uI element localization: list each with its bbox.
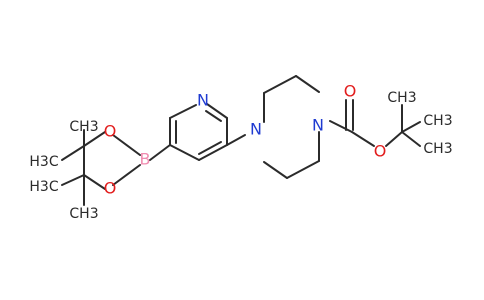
bond-tbu-bottom <box>401 131 421 147</box>
dioxaborolane-oxygen-top-label: O <box>104 122 117 141</box>
methyl-label-left-bottom: H3C <box>29 179 58 195</box>
carbonyl-oxygen-label: O <box>344 82 357 101</box>
bond-o-bottom-b <box>112 164 141 186</box>
piperazine-bond-5 <box>286 160 320 179</box>
methyl-label-top: CH3 <box>69 119 98 135</box>
piperazine-nitrogen-2-label: N <box>312 116 324 135</box>
bond-o-top-c <box>83 131 106 147</box>
tbu-methyl-bottom: CH3 <box>423 141 452 157</box>
bond-b-o-top <box>112 134 141 156</box>
pyridine-bond-5 <box>198 144 228 161</box>
bond-c-o-bottom <box>83 174 106 190</box>
bond-n-carbonyl-c <box>329 120 353 133</box>
pyridine-bond-2 <box>169 104 197 119</box>
bond-lines <box>61 75 421 206</box>
piperazine-bond-2 <box>263 75 297 94</box>
dioxaborolane-oxygen-bottom-label: O <box>104 179 117 198</box>
pyridine-bond-3-inner <box>205 110 222 122</box>
bond-b-pyridine <box>149 144 171 161</box>
boron-label: B <box>140 150 151 169</box>
bond-c-o-ester <box>351 131 375 147</box>
tbu-methyl-right: CH3 <box>423 113 452 129</box>
methyl-label-left-top: H3C <box>29 154 58 170</box>
piperazine-bond-6 <box>263 161 288 179</box>
bond-tbu-right <box>401 121 421 133</box>
piperazine-bond-3 <box>295 75 320 93</box>
pyridine-bond-5-inner <box>198 141 222 155</box>
bond-o-tbu <box>385 131 403 147</box>
bond-pyridine-piperazine <box>226 134 246 146</box>
pyridine-bond-6 <box>169 144 200 161</box>
methyl-label-bottom: CH3 <box>69 206 98 222</box>
pyridine-nitrogen-label: N <box>197 91 209 110</box>
bond-methyl-left-top <box>61 145 85 161</box>
atom-labels: N N N O O B O O CH3 H3C H3C CH3 CH3 CH3 … <box>29 82 452 223</box>
tbu-methyl-top: CH3 <box>387 90 416 106</box>
pyridine-bond-3 <box>206 103 228 119</box>
bond-methyl-left-bottom <box>61 174 85 186</box>
ester-oxygen-label: O <box>374 142 387 161</box>
piperazine-nitrogen-1-label: N <box>250 120 262 139</box>
